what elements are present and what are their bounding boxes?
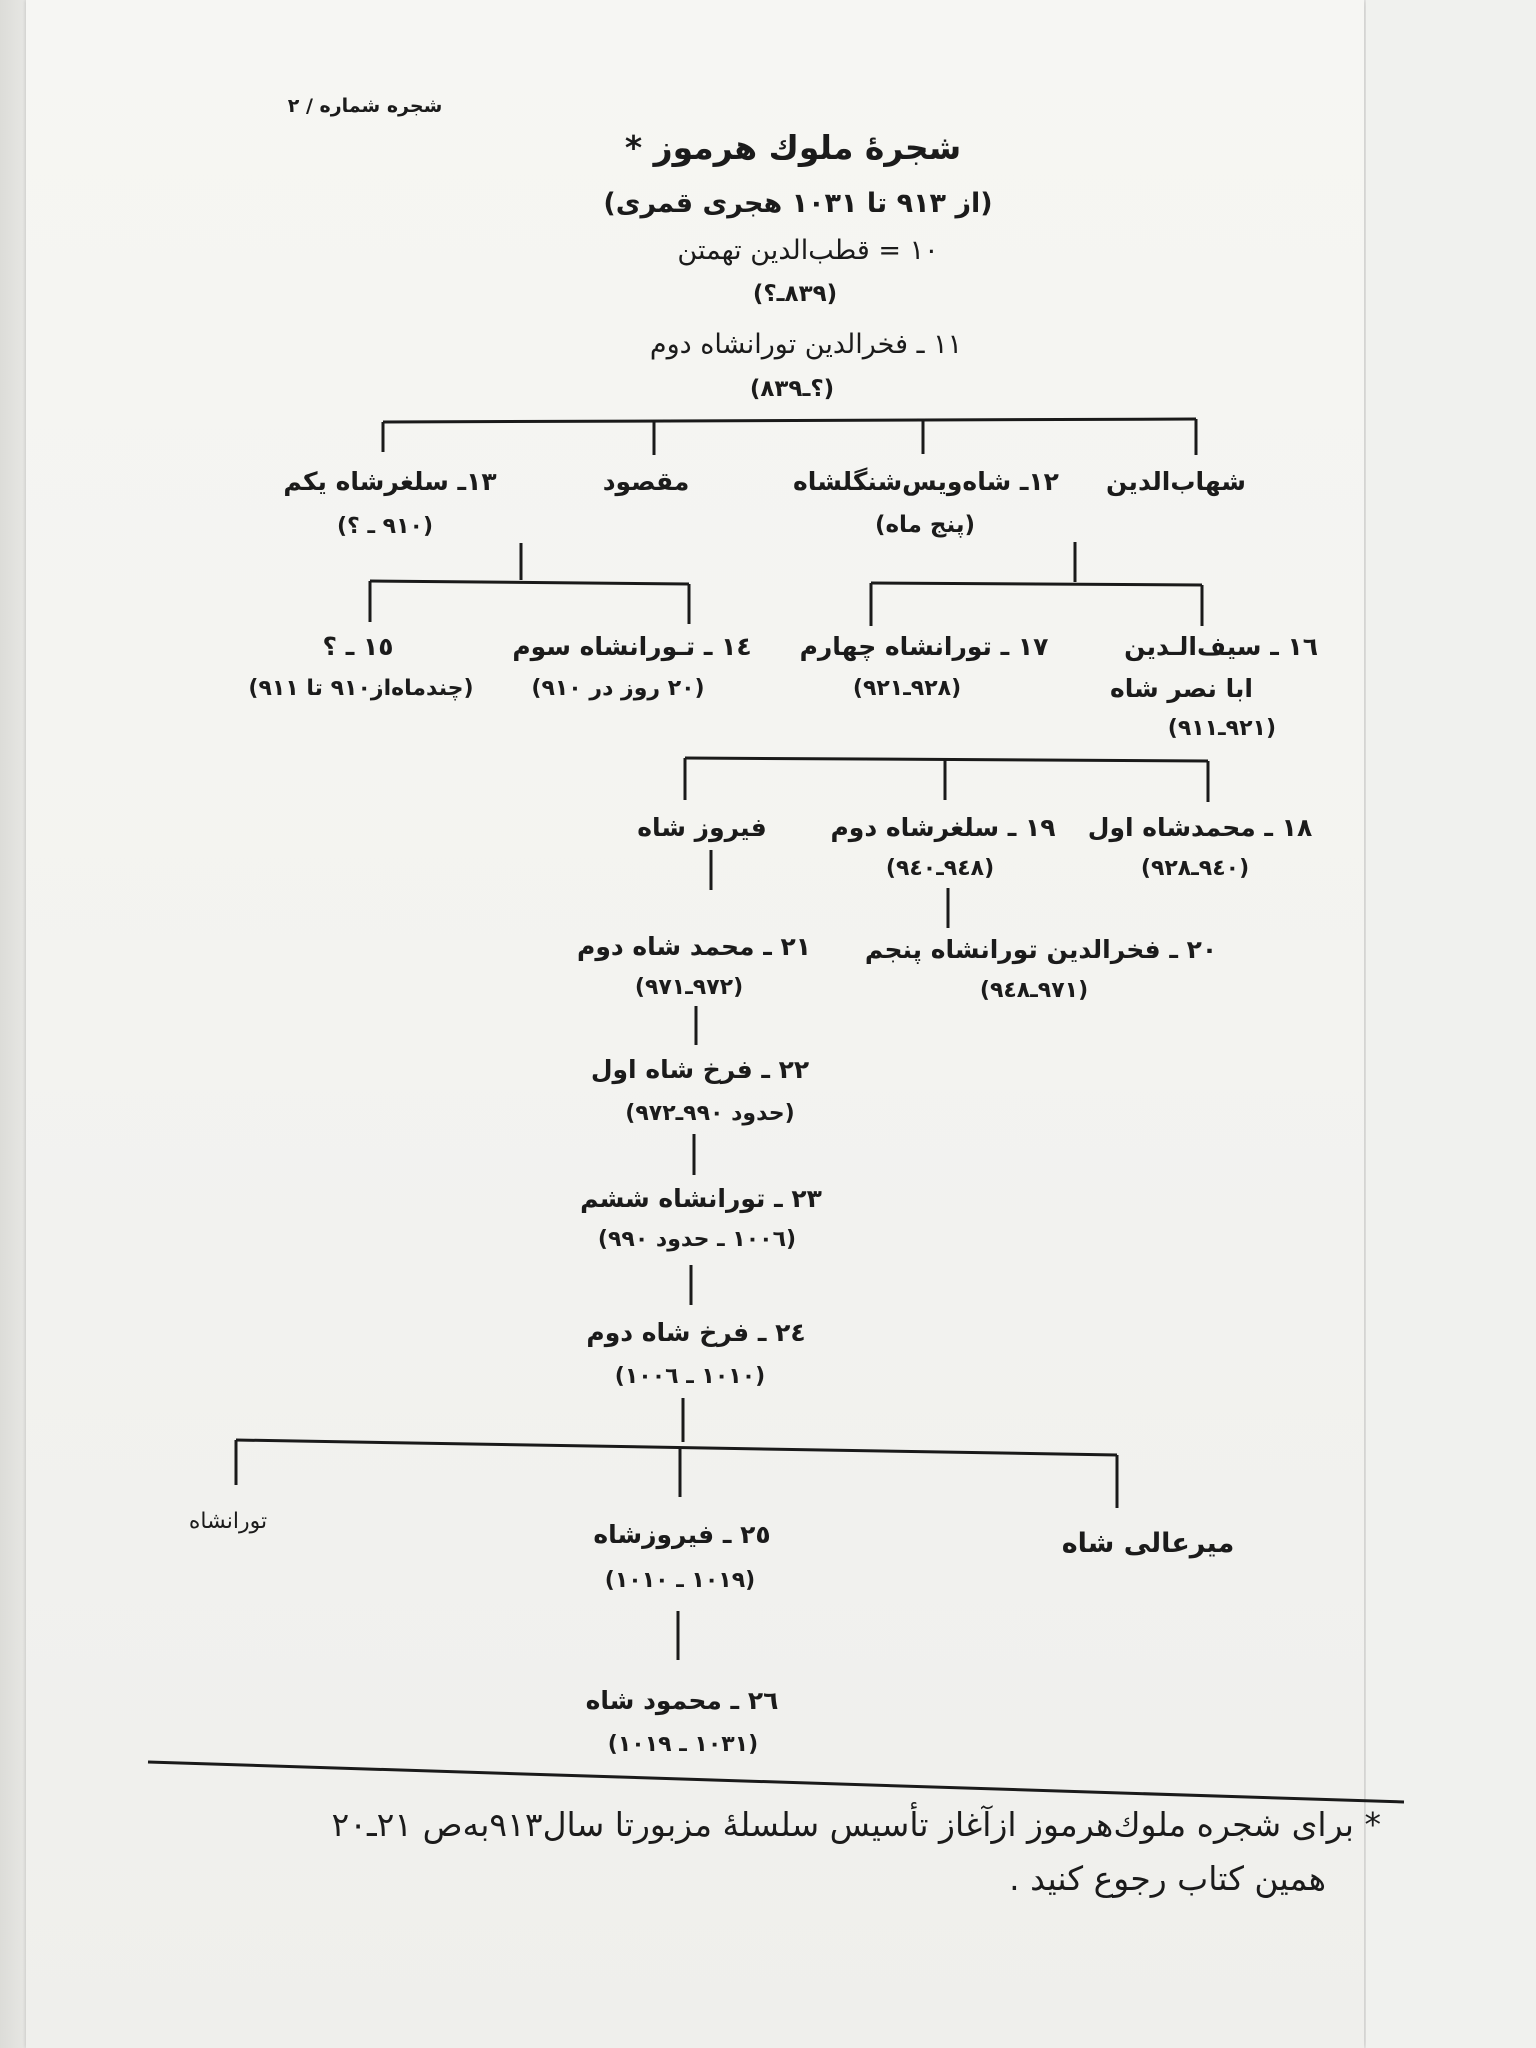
node-14-name: ١٤ ـ تـورانشاه سوم	[512, 632, 752, 661]
node-16-name2: ابا نصر شاه	[1109, 674, 1253, 703]
node-23-dates: (١٠٠٦ ـ حدود ٩٩٠)	[597, 1227, 797, 1252]
node-24-name: ٢٤ ـ فرخ شاه دوم	[586, 1318, 806, 1347]
node-19-name: ١٩ ـ سلغرشاه دوم	[830, 813, 1056, 842]
node-11-name: ١١ ـ فخرالدين تورانشاه دوم	[649, 329, 963, 360]
node-18-dates: (٩٤٠ـ٩٢٨)	[1140, 856, 1250, 881]
node-17-name: ١٧ ـ تورانشاه چهارم	[799, 632, 1049, 661]
node-20-name: ٢٠ ـ فخرالدين تورانشاه پنجم	[864, 935, 1218, 964]
node-18-name: ١٨ ـ محمدشاه اول	[1087, 813, 1313, 842]
node-25-name: ٢٥ ـ فيروزشاه	[593, 1520, 771, 1549]
node-firuz-name: فيروز شاه	[637, 813, 767, 842]
node-26-name: ٢٦ ـ محمود شاه	[585, 1686, 779, 1715]
node-17-dates: (٩٢٨ـ٩٢١)	[852, 676, 962, 701]
node-maqsud-name: مقصود	[602, 467, 690, 496]
chart-number-label: شجره شماره / ٢	[287, 95, 443, 117]
node-24-dates: (١٠١٠ ـ ١٠٠٦)	[614, 1364, 766, 1389]
node-12-dates: (پنج ماه)	[874, 512, 976, 538]
node-12-name: ١٢ـ شاه‌ويس‌شنگلشاه	[793, 467, 1059, 496]
footnote-line-1: * برای شجره ملوك‌هرموز ازآغاز تأسيس سلسل…	[331, 1805, 1381, 1844]
node-19-dates: (٩٤٨ـ٩٤٠)	[885, 856, 995, 881]
node-23-name: ٢٣ ـ تورانشاه ششم	[580, 1184, 822, 1213]
node-22-dates: (حدود ٩٩٠ـ٩٧٢)	[625, 1101, 795, 1126]
node-21-name: ٢١ ـ محمد شاه دوم	[576, 932, 812, 961]
node-shahab-name: شهاب‌الدين	[1106, 467, 1246, 496]
page-subtitle: (از ٩١٣ تا ١٠٣١ هجری قمری)	[603, 188, 993, 219]
node-16-name: ١٦ ـ سيف‌الـدين	[1124, 632, 1318, 661]
node-14-dates: (٢٠ روز در ٩١٠)	[531, 676, 705, 701]
node-13-name: ١٣ـ سلغرشاه يكم	[283, 467, 497, 496]
node-15-dates: (چندماه‌از٩١٠ تا ٩١١)	[248, 676, 474, 701]
node-mirali-name: ميرعالی شاه	[1061, 1528, 1235, 1559]
node-10-dates: (٨٣٩ـ؟)	[752, 281, 838, 307]
footnote-rule	[147, 1760, 1405, 1804]
node-25-dates: (١٠١٩ ـ ١٠١٠)	[604, 1568, 756, 1593]
node-22-name: ٢٢ ـ فرخ شاه اول	[590, 1055, 810, 1084]
node-10-name: ١٠ = قطب‌الدين تهمتن	[677, 235, 939, 266]
connector	[369, 579, 690, 586]
page-title: شجرهٔ ملوك هرموز *	[624, 128, 962, 167]
page-edge	[1366, 0, 1536, 2048]
node-11-dates: (؟ـ٨٣٩)	[749, 376, 835, 402]
connector	[382, 417, 1197, 424]
node-turanshah-name: تورانشاه	[188, 1509, 268, 1534]
connector	[235, 1438, 1118, 1457]
node-26-dates: (١٠٣١ ـ ١٠١٩)	[607, 1732, 759, 1757]
node-13-dates: (٩١٠ ـ ؟)	[336, 514, 434, 539]
footnote-line-2: همين كتاب رجوع كنيد .	[1009, 1859, 1326, 1898]
node-20-dates: (٩٧١ـ٩٤٨)	[979, 978, 1089, 1003]
connector	[870, 581, 1203, 587]
node-16-dates: (٩٢١ـ٩١١)	[1167, 716, 1276, 741]
node-15-name: ١٥ ـ ؟	[322, 632, 394, 661]
node-21-dates: (٩٧٢ـ٩٧١)	[634, 975, 744, 1000]
